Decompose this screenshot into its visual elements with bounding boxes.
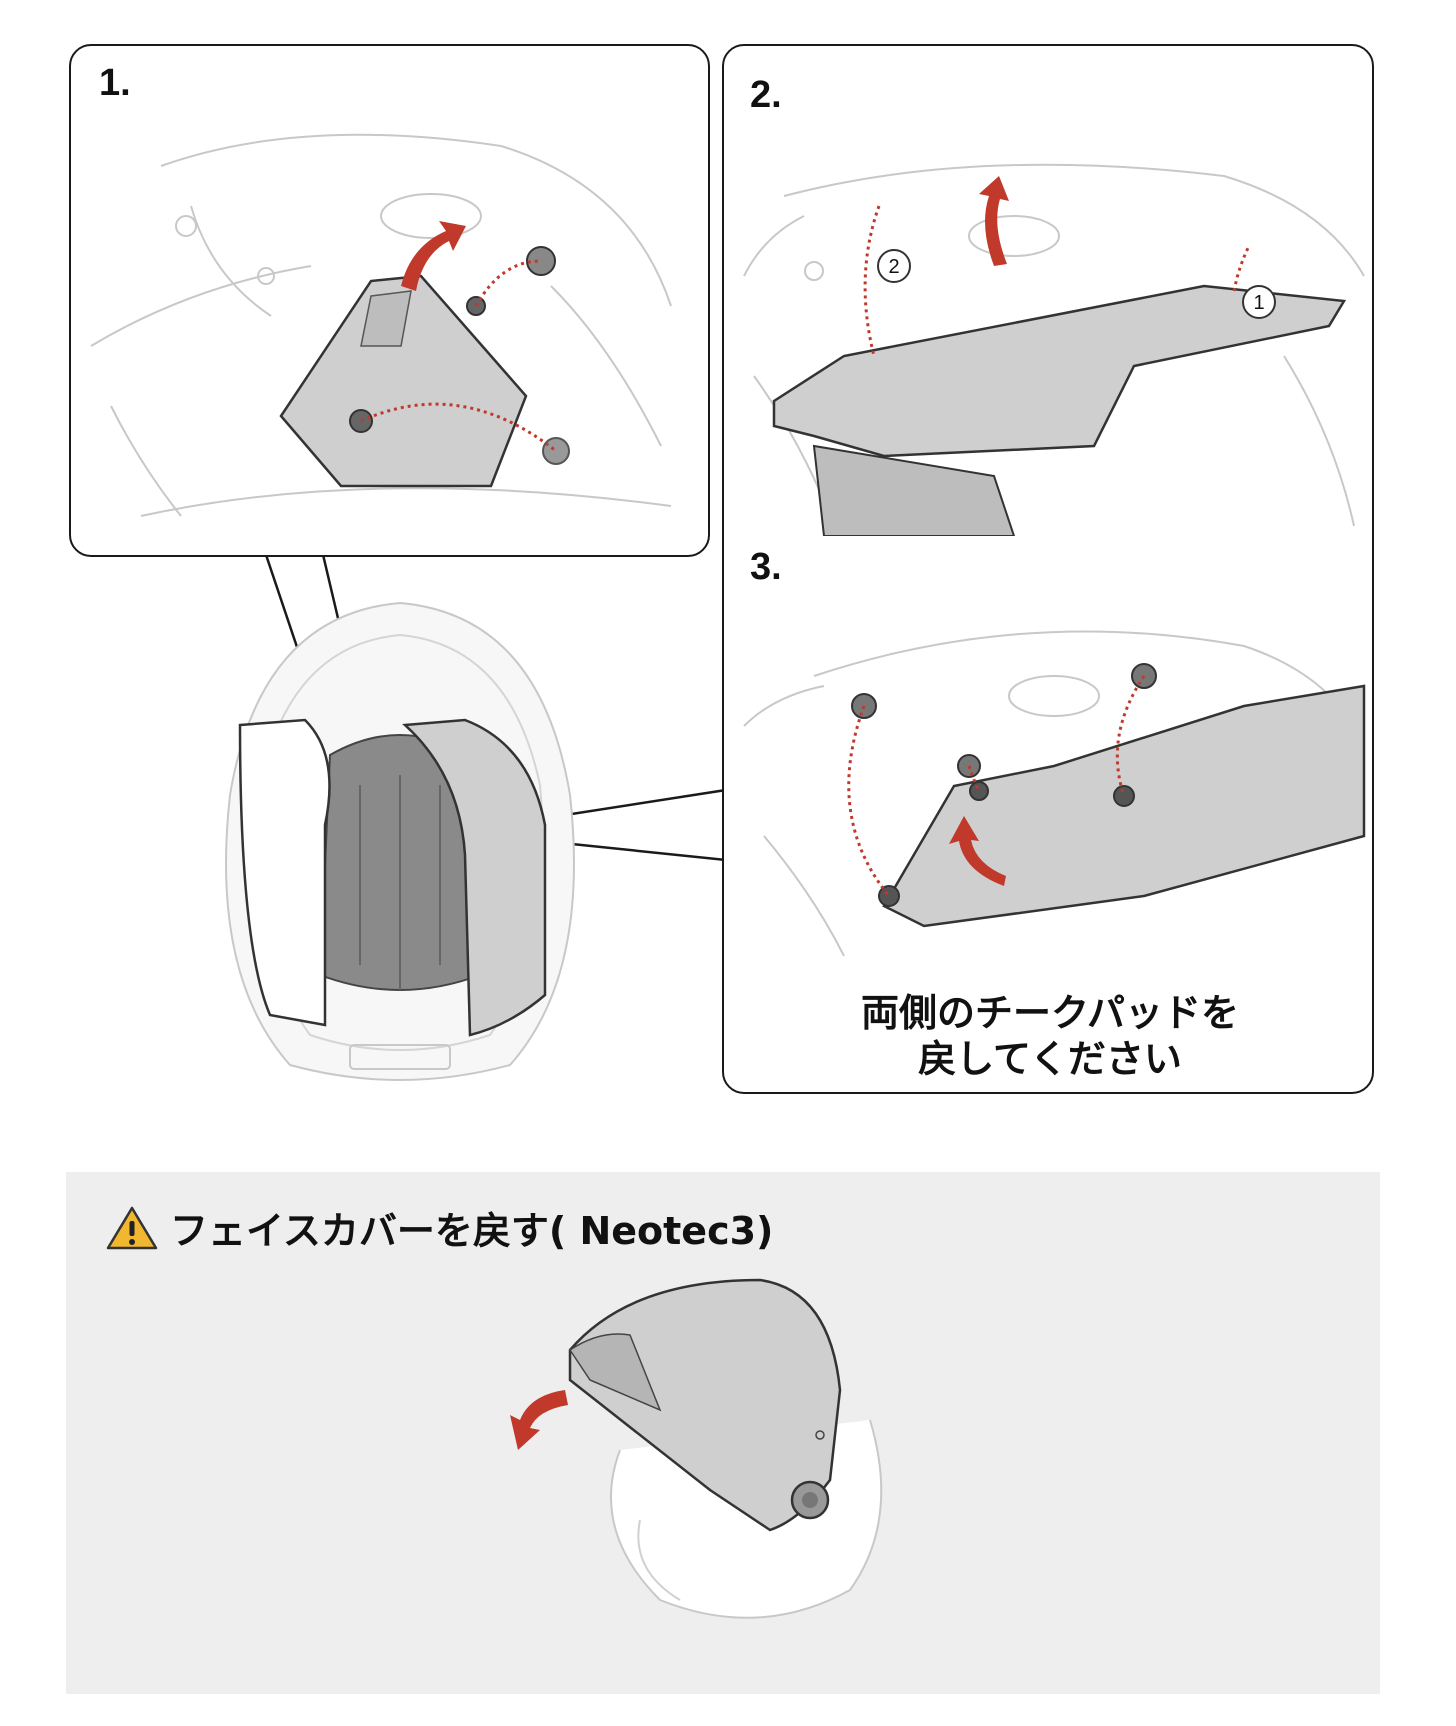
step-1-number: 1.	[99, 62, 131, 104]
cheek-pad-1	[279, 274, 528, 488]
step-3-caption-line-2: 戻してください	[918, 1037, 1182, 1081]
callout-circle-1	[1242, 285, 1276, 319]
callout-number-1: 1	[1253, 292, 1264, 314]
face-cover-illustration	[510, 1278, 883, 1619]
step-3-caption: 両側のチークパッドを 戻してください	[724, 990, 1372, 1082]
step-3-number: 3.	[750, 546, 782, 588]
helmet-overview-illustration	[225, 601, 575, 1081]
note-title: フェイスカバーを戻す( Neotec3)	[170, 1209, 774, 1253]
lift-arrow	[401, 221, 466, 291]
push-arrow	[949, 816, 1006, 886]
step-2-number: 2.	[750, 74, 782, 116]
lift-arrow	[979, 176, 1009, 266]
face-cover	[568, 1278, 842, 1532]
cheek-pad-right	[402, 718, 547, 1037]
cheek-pad-2	[772, 284, 1347, 458]
note-title-row: フェイスカバーを戻す( Neotec3)	[106, 1200, 773, 1255]
step-1-illustration	[90, 133, 672, 517]
callout-number-2: 2	[888, 256, 899, 278]
step-3-caption-line-1: 両側のチークパッドを	[860, 991, 1240, 1035]
step-3-illustration	[743, 630, 1366, 956]
fold-arrow	[510, 1390, 568, 1450]
step-1-panel: 1.	[69, 44, 710, 557]
step-2-3-panel: 2. 2 1 3.	[722, 44, 1374, 1094]
warning-icon	[106, 1206, 158, 1249]
cheek-pad-left	[238, 718, 331, 1027]
callout-circle-2	[877, 249, 911, 283]
step-2-illustration: 2 1	[743, 163, 1365, 536]
